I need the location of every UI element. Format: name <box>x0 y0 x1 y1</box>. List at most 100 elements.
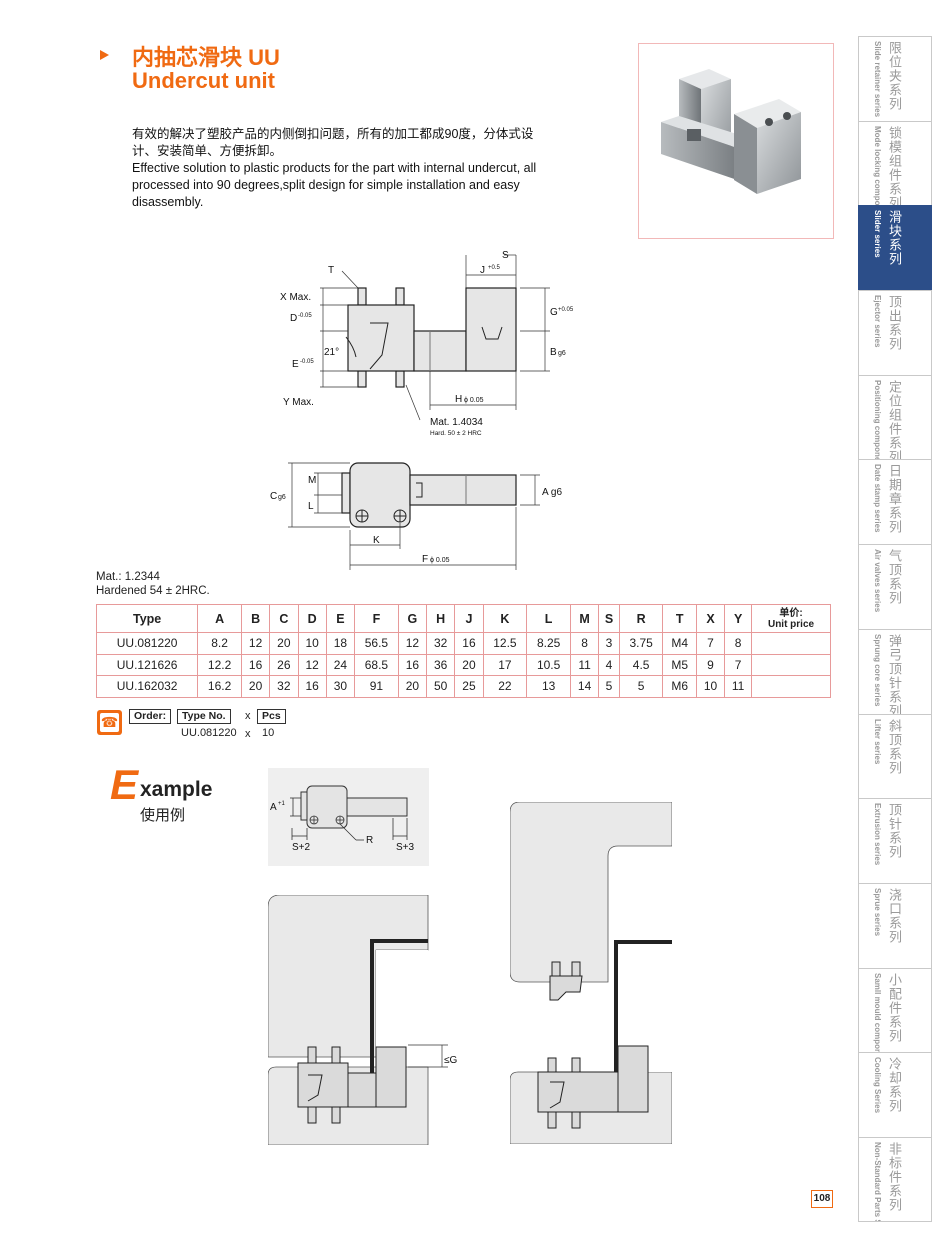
table-cell-s: 4 <box>598 653 620 676</box>
order-example-type: UU.081220 <box>181 727 237 739</box>
sidebar-item-label-cn: 冷却系列 <box>887 1057 902 1114</box>
front-view-drawing: T S J +0.5 X Max. D -0.05 E -0.05 Y Max.… <box>280 250 574 437</box>
table-cell-a: 8.2 <box>197 632 242 655</box>
dim-E: E <box>292 359 299 370</box>
table-cell-y: 7 <box>724 653 753 676</box>
example-mold-diagram-open <box>510 802 672 1144</box>
table-cell-l: 8.25 <box>526 632 571 655</box>
table-cell-g: 20 <box>397 675 428 698</box>
order-example-qty: 10 <box>262 727 275 739</box>
sidebar-item-13[interactable]: Non-Standard Parts Series 非标件系列 <box>858 1136 932 1222</box>
table-header-x: X <box>695 604 726 633</box>
sidebar-item-6[interactable]: Air valves series 气顶系列 <box>858 544 932 629</box>
product-photo-image <box>661 69 801 194</box>
example-title-rest: xample <box>140 778 213 801</box>
table-cell-d: 16 <box>297 675 327 698</box>
sidebar-item-label-en: Mode locking component series <box>873 125 882 206</box>
table-cell-d: 10 <box>297 632 327 655</box>
table-header-s: S <box>598 604 620 633</box>
example-dim-R: R <box>366 835 373 846</box>
table-cell-b: 20 <box>240 675 271 698</box>
table-cell-x: 7 <box>695 632 726 655</box>
sidebar-item-label-cn: 小配件系列 <box>887 972 902 1043</box>
table-cell-f: 68.5 <box>354 653 399 676</box>
dim-angle: 21° <box>324 347 339 358</box>
order-type-no-label: Type No. <box>177 709 231 724</box>
dim-J-tol: +0.5 <box>488 265 501 271</box>
table-cell-m: 11 <box>569 653 600 676</box>
table-header-j: J <box>454 604 484 633</box>
sidebar-item-label-en: Air valves series <box>873 549 882 613</box>
order-example-x: x <box>245 728 251 740</box>
table-header-r: R <box>618 604 664 633</box>
table-cell-k: 22 <box>482 675 528 698</box>
dim-D: D <box>290 313 297 324</box>
sidebar-item-label-en: Lifter series <box>873 718 882 764</box>
table-header-y: Y <box>724 604 753 633</box>
table-cell-h: 50 <box>426 675 456 698</box>
table-header-d: D <box>297 604 327 633</box>
table-cell-r: 3.75 <box>618 632 664 655</box>
title-cn: 内抽芯滑块 UU <box>132 45 280 70</box>
sidebar-item-label-en: Sprung core series <box>873 633 882 707</box>
table-cell-g: 16 <box>397 653 428 676</box>
sidebar-item-label-en: Slide retainer series <box>873 41 882 118</box>
sidebar-item-label-cn: 气顶系列 <box>887 549 902 606</box>
sidebar-item-label-en: Non-Standard Parts Series <box>873 1141 882 1222</box>
dim-H: H <box>455 394 462 405</box>
dim-F: F <box>422 554 428 565</box>
dim-C: C <box>270 491 277 502</box>
table-header-f: F <box>354 604 399 633</box>
front-hardness: Hard. 50 ± 2 HRC <box>430 430 482 437</box>
dim-H-tol: ϕ 0.05 <box>464 397 484 404</box>
order-pcs-label: Pcs <box>257 709 286 724</box>
unit-price-cn: 单价: <box>779 607 803 619</box>
table-header-l: L <box>526 604 571 633</box>
table-cell-e: 30 <box>325 675 356 698</box>
table-cell-type: UU.121626 <box>95 653 199 676</box>
sidebar-item-label-en: Sprue series <box>873 887 882 936</box>
table-cell-unit-price <box>751 675 831 698</box>
dim-Xmax: X Max. <box>280 292 311 303</box>
table-header-unit-price: 单价:Unit price <box>751 604 831 633</box>
table-cell-y: 11 <box>724 675 753 698</box>
top-view-drawing: M L C g6 A g6 K F ϕ 0.05 <box>270 462 562 570</box>
table-cell-s: 3 <box>598 632 620 655</box>
table-header-b: B <box>240 604 271 633</box>
dim-C-tol: g6 <box>278 494 286 501</box>
title-arrow-icon <box>100 50 109 60</box>
order-x-label: x <box>245 710 251 722</box>
example-dim-S3: S+3 <box>396 842 415 853</box>
table-cell-type: UU.162032 <box>95 675 199 698</box>
table-cell-c: 32 <box>269 675 299 698</box>
table-cell-r: 4.5 <box>618 653 664 676</box>
table-cell-h: 32 <box>426 632 456 655</box>
table-header-h: H <box>426 604 456 633</box>
table-cell-g: 12 <box>397 632 428 655</box>
dim-M: M <box>308 475 316 486</box>
sidebar-item-label-cn: 非标件系列 <box>887 1141 902 1212</box>
table-cell-unit-price <box>751 632 831 655</box>
sidebar-item-label-cn: 顶针系列 <box>887 803 902 860</box>
material-line: Mat.: 1.2344 <box>96 571 160 583</box>
sidebar-item-label-cn: 顶出系列 <box>887 295 902 352</box>
example-title-initial: E <box>110 761 139 808</box>
sidebar-item-label-en: Date stamp series <box>873 464 882 533</box>
table-cell-j: 25 <box>454 675 484 698</box>
table-header-e: E <box>325 604 356 633</box>
dim-S: S <box>502 250 509 261</box>
